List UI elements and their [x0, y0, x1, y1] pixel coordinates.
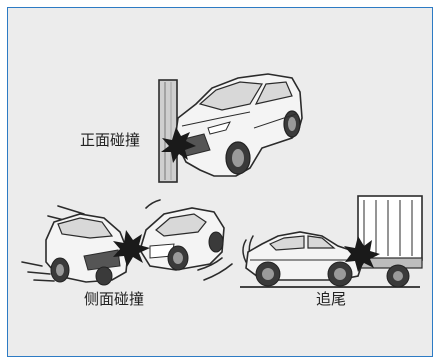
pole: [158, 79, 178, 183]
impact-star-frontal: [161, 127, 196, 163]
frontal-collision-scene: [158, 73, 303, 183]
frontal-car: [174, 73, 303, 177]
rear-collision-scene: [240, 195, 423, 288]
impact-star-side: [113, 230, 150, 267]
label-rear-collision: 追尾: [314, 290, 349, 308]
label-frontal-collision: 正面碰撞: [78, 131, 143, 149]
side-car-left: [45, 213, 129, 286]
side-car-right: [139, 207, 225, 271]
truck: [355, 195, 423, 288]
side-collision-scene: [21, 199, 233, 286]
motion-lines-right: [145, 199, 233, 281]
label-side-collision: 侧面碰撞: [82, 290, 147, 308]
impact-star-rear: [344, 236, 380, 272]
rear-car: [245, 231, 363, 287]
illustration-panel: [7, 7, 433, 357]
